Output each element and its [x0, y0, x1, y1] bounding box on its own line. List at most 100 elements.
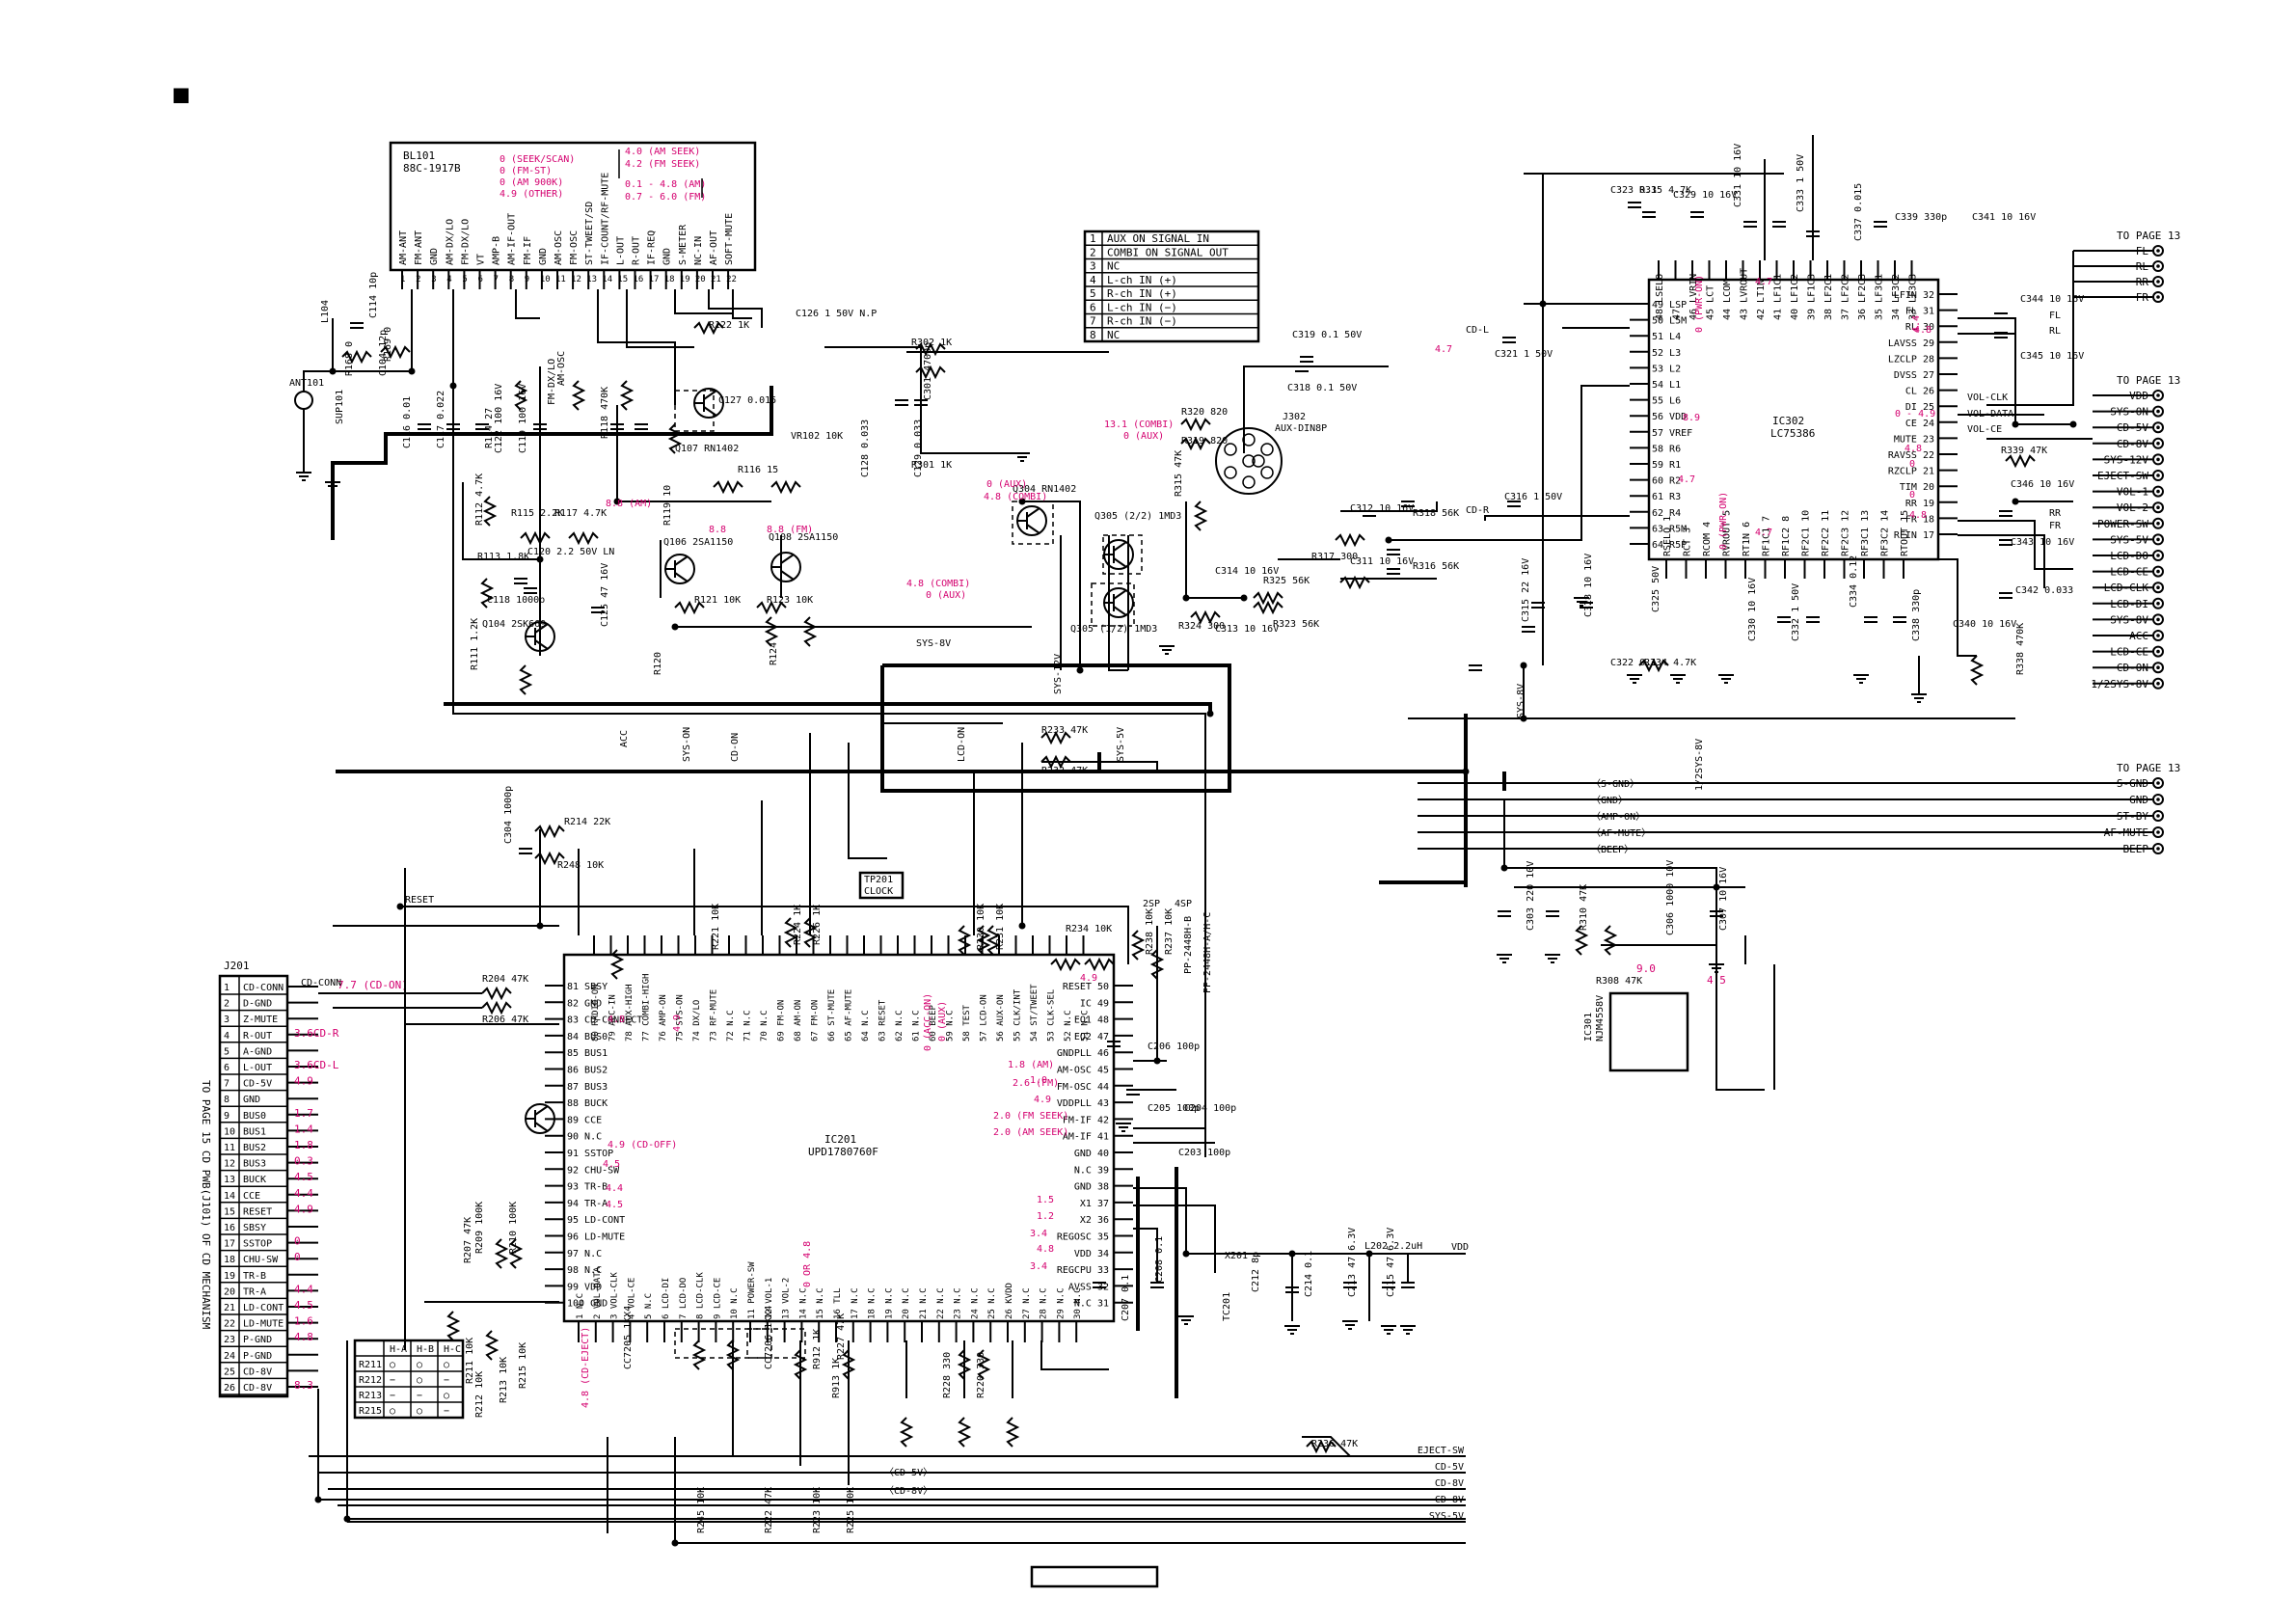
connector-terminal [2152, 517, 2164, 529]
h-table-cell: H-A [390, 1344, 407, 1355]
ic302-pin-label: LZCLP 28 [1888, 354, 1934, 365]
part-label: C331 10 16V [1733, 144, 1743, 207]
part-label: R112 4.7K [474, 474, 485, 526]
part-label: C213 47 6.3V [1347, 1228, 1358, 1297]
bl101-voltage: 0 (AM 900K) [500, 177, 563, 188]
part-label: R215 10K [518, 1342, 528, 1389]
ic201-pin-label: 99 VDD [567, 1282, 602, 1292]
capacitor-symbol [1401, 1282, 1415, 1288]
aux-table-signal: L-ch IN (−) [1107, 301, 1177, 313]
j201-pin-number: 5 [224, 1046, 230, 1057]
resistor-symbol [482, 496, 498, 527]
connector-terminal [2152, 550, 2164, 561]
bl101-pin-label: AM-ANT [398, 230, 409, 265]
h-table-cell: − [444, 1406, 449, 1417]
part-label: R116 15 [738, 465, 778, 475]
page13-title: TO PAGE 13 [2117, 374, 2180, 387]
part-label: C340 10 16V [1953, 619, 2016, 630]
h-table-cell: H-C [444, 1344, 461, 1355]
wire [1302, 1436, 1466, 1457]
j201-pin-number: 11 [224, 1143, 235, 1153]
h-table-cell: − [444, 1375, 449, 1386]
part-label: C118 1000p [487, 595, 545, 606]
ground-icon [1116, 1123, 1131, 1132]
j201-pin-label: BUS1 [243, 1126, 266, 1137]
resistor-symbol [1306, 1439, 1337, 1454]
antenna-jack-icon [294, 391, 313, 410]
ic302-pin-label: 45 LCT [1706, 285, 1716, 320]
part-label: R315 47K [1174, 450, 1184, 497]
j201-voltage: 0.3 [294, 1155, 313, 1168]
j201-pin-number: 8 [224, 1095, 230, 1105]
ground-icon [1853, 674, 1869, 684]
capacitor-symbol [514, 578, 527, 584]
ic201-pin-label: 3 VOL-CLK [610, 1272, 620, 1319]
q305a-transistor [1103, 539, 1134, 570]
ic201-pin-label: 1 N.C [576, 1293, 585, 1319]
ground-icon [1381, 1325, 1396, 1335]
j201-voltage: 7.7 (CD-ON) [338, 979, 408, 991]
ic302-pin-label: RL 30 [1905, 322, 1934, 333]
part-label: C338 330p [1911, 589, 1922, 641]
bl101-pin-label: IF-COUNT/RF-MUTE [600, 173, 610, 265]
ground-icon [1497, 954, 1512, 963]
capacitor-symbol [1772, 221, 1786, 228]
j201-pin-label: BUCK [243, 1175, 266, 1185]
part-label: C114 10p [368, 272, 379, 318]
part-label: C322 0.1 [1610, 658, 1657, 668]
junction [1365, 1250, 1373, 1258]
resistor-symbol [1005, 1417, 1020, 1448]
wire [674, 289, 733, 314]
capacitor-symbol [591, 607, 605, 613]
resistor-symbol [571, 380, 586, 411]
net-label: AM-OSC [556, 351, 567, 386]
voltage-annotation: 0 (AUX) [1123, 431, 1164, 442]
ic201-pin-label: X2 36 [1080, 1215, 1109, 1226]
ic302-pin-label: 57 VREF [1652, 428, 1692, 439]
resistor-symbol [976, 925, 991, 956]
j201-pin-number: 10 [224, 1126, 235, 1137]
voltage-annotation: 0 (AUX) [937, 1001, 948, 1042]
j201-pin-label: TR-A [243, 1286, 266, 1297]
ic201-pin-label: 67 FM-ON [811, 1000, 821, 1042]
ic302-part: LC75386 [1770, 427, 1815, 440]
ic201-pin-label: 12 VOL-1 [765, 1278, 774, 1319]
ic201-pin-label: 16 TLL [833, 1287, 843, 1319]
bl101-pin-number: 22 [726, 275, 737, 284]
junction [1153, 1057, 1161, 1065]
ic302-pin-label: 56 VDD [1652, 412, 1687, 422]
j201-pin-number: 4 [224, 1031, 230, 1042]
voltage-annotation: 4.8 (COMBI) [906, 579, 970, 589]
capacitor-symbol [1806, 230, 1820, 237]
junction [1385, 536, 1392, 544]
j201-pin-number: 26 [224, 1383, 235, 1394]
resistor-symbol [1253, 600, 1283, 615]
j201-pin-number: 13 [224, 1175, 235, 1185]
net-label: LCD-ON [957, 727, 967, 762]
part-label: R233 47K [1041, 725, 1088, 736]
wire [317, 1389, 1466, 1501]
ic201-pin-label: 98 N.C [567, 1265, 602, 1276]
net-label: SYS-5V [1116, 727, 1126, 762]
ic301-chip [1608, 991, 1689, 1072]
h-table-cell: R211 [359, 1360, 382, 1370]
part-label: R118 470K [600, 387, 610, 439]
ic201-pin-label: 92 CHU-SW [567, 1165, 620, 1176]
junction [671, 1539, 679, 1547]
ic302-pin-label: RCOM 4 [1702, 522, 1713, 556]
part-label: C304 1000p [503, 786, 514, 844]
part-label: L202 2.2uH [1364, 1241, 1422, 1252]
ic201-pin-label: 66 ST-MUTE [827, 989, 837, 1042]
capacitor-symbol [1363, 510, 1376, 517]
ic201-pin-label: N.C 39 [1074, 1165, 1109, 1176]
bl101-pin-label: GND [429, 248, 440, 265]
capacitor-symbol [1507, 501, 1521, 507]
wire [1108, 535, 1128, 671]
ic201-pin-label: 25 N.C [987, 1287, 997, 1319]
part-label: R227 47K [836, 1313, 847, 1360]
j201-pin-label: L-OUT [243, 1063, 272, 1073]
aux-table-pin: 5 [1090, 287, 1096, 300]
capacitor-symbol [1864, 616, 1877, 623]
part-label: R222 47K [764, 1487, 774, 1533]
j201-voltage: 3.6CD-R [294, 1027, 339, 1040]
